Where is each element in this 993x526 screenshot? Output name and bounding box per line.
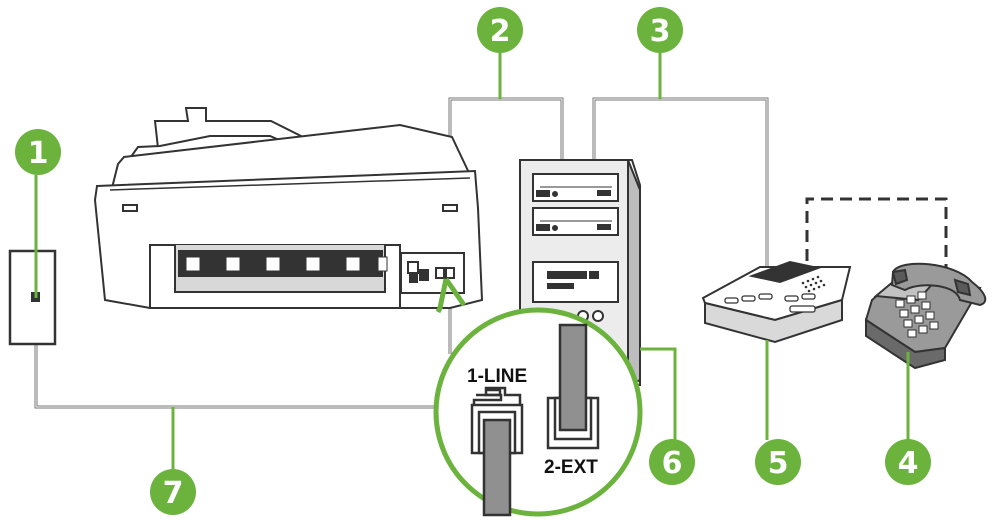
printer <box>93 107 484 309</box>
callout-leaders <box>34 50 910 470</box>
callout-7: 7 <box>150 469 196 515</box>
callout-1: 1 <box>15 129 61 175</box>
svg-text:1: 1 <box>28 136 49 171</box>
svg-text:6: 6 <box>662 446 683 481</box>
svg-text:3: 3 <box>650 14 671 49</box>
port-magnifier <box>433 277 643 517</box>
wall-phone-jack <box>8 249 57 346</box>
svg-text:5: 5 <box>768 446 789 481</box>
telephone <box>864 262 987 370</box>
callout-5: 5 <box>755 439 801 485</box>
line-plug <box>470 386 524 517</box>
callout-4: 4 <box>885 439 931 485</box>
svg-text:4: 4 <box>898 446 919 481</box>
svg-text:7: 7 <box>163 476 184 511</box>
cable-wall-to-line <box>34 310 440 409</box>
svg-text:2: 2 <box>490 14 511 49</box>
port-line-label: 1-LINE <box>467 366 527 387</box>
ext-plug <box>546 323 600 450</box>
port-ext-label: 2-EXT <box>544 457 598 478</box>
callout-3: 3 <box>637 7 683 53</box>
answering-machine <box>701 260 852 344</box>
callout-2: 2 <box>477 7 523 53</box>
cable-dashed-link <box>805 197 948 280</box>
callout-6: 6 <box>649 439 695 485</box>
